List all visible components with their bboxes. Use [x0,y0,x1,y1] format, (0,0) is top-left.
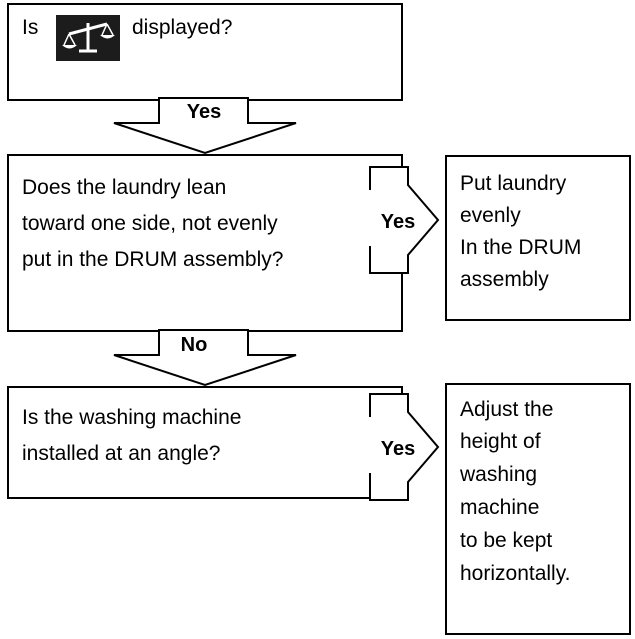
answer-2-line: evenly [460,204,521,227]
answer-2-text: Put laundry evenly In the DRUM assembly [460,172,587,291]
answer-2-line: Put laundry [460,172,567,195]
answer-box-adjust-height [445,383,631,635]
right-arrow-yes-2: Yes [368,166,440,274]
arrow-label-yes-2: Yes [381,211,415,233]
question-box-installed-angle [7,386,403,499]
question-2-text: Does the laundry lean toward one side, n… [22,176,284,271]
question-1-text-after: displayed? [132,16,232,39]
question-1-text-before: Is [22,16,38,39]
answer-3-text: Adjust the height of washing machine to … [459,398,571,585]
question-3-line: Is the washing machine [22,406,241,429]
answer-3-line: washing [459,463,537,486]
question-3-text: Is the washing machine installed at an a… [22,406,247,465]
question-2-line: Does the laundry lean [22,176,226,199]
answer-2-line: In the DRUM [460,236,581,259]
question-2-line: put in the DRUM assembly? [22,248,283,271]
question-2-line: toward one side, not evenly [22,212,278,235]
down-arrow-no: No [113,329,297,387]
question-box-laundry-lean [7,154,403,332]
right-arrow-yes-3: Yes [368,393,440,501]
answer-2-line: assembly [460,268,549,291]
arrow-label-yes-3: Yes [381,438,415,460]
answer-3-line: height of [460,430,541,453]
answer-3-line: to be kept [460,529,552,552]
arrow-label-yes-1: Yes [187,101,221,123]
answer-3-line: machine [460,496,539,519]
arrow-label-no: No [181,334,208,356]
answer-3-line: horizontally. [460,562,571,585]
question-3-line: installed at an angle? [22,442,221,465]
answer-3-line: Adjust the [460,398,553,421]
down-arrow-yes-1: Yes [113,97,297,155]
balance-scale-icon [56,15,120,61]
answer-box-put-laundry-evenly [445,155,631,321]
